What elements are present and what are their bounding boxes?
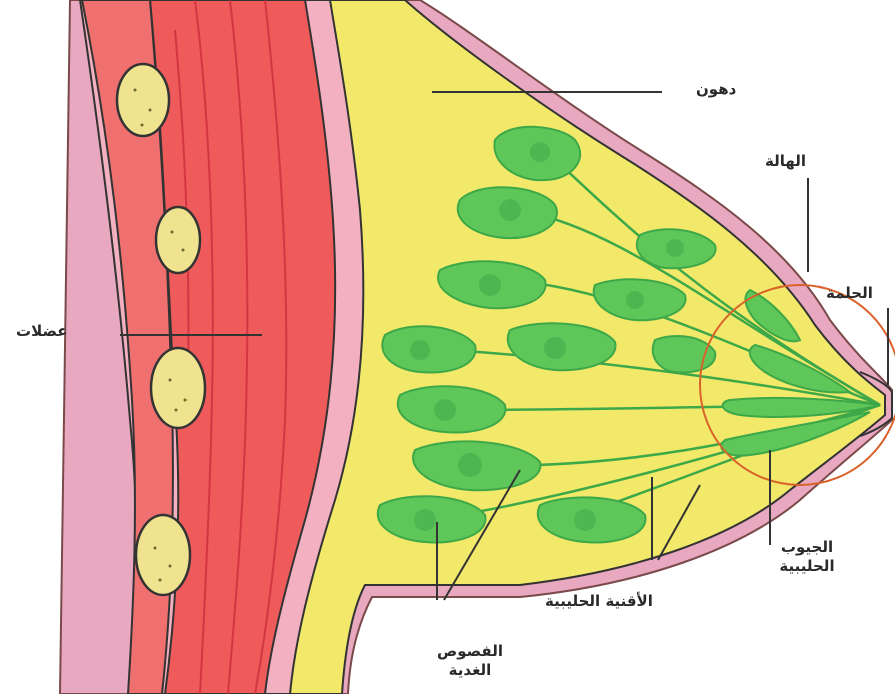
label-lactiferous-sinus: الجيوب الحليبية [752,538,862,576]
label-lactiferous-sinus-line2: الحليبية [752,557,862,576]
label-fat: دهون [696,80,736,99]
label-lobules-line1: الفصوص [410,642,530,661]
label-muscles: عضلات [16,322,68,341]
rib-3 [151,348,205,428]
label-lobules-line2: الغدية [410,661,530,680]
label-nipple: الحلمة [826,284,873,303]
label-milk-ducts: الأقنية الحليبية [545,592,653,611]
rib-2 [156,207,200,273]
rib-4 [136,515,190,595]
label-areola: الهالة [765,152,806,171]
label-lobules: الفصوص الغدية [410,642,530,680]
label-lactiferous-sinus-line1: الجيوب [752,538,862,557]
